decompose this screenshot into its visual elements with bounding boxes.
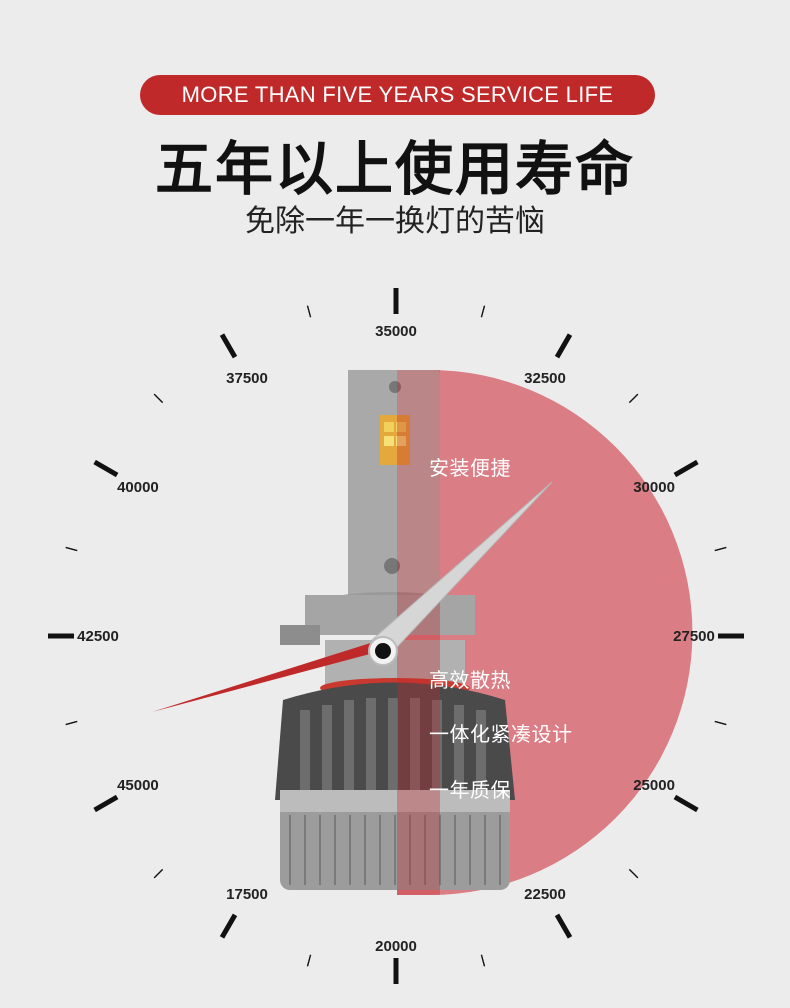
- minor-tick: [714, 546, 727, 552]
- major-tick: [554, 913, 573, 939]
- major-tick: [673, 794, 699, 813]
- page-title: 五年以上使用寿命: [154, 135, 635, 203]
- page-subtitle: 免除一年一换灯的苦恼: [245, 204, 545, 239]
- minor-tick: [153, 393, 164, 404]
- feature-compact-design: 一体化紧凑设计: [429, 722, 573, 746]
- minor-tick: [714, 720, 727, 726]
- major-tick: [219, 333, 238, 359]
- gauge-label-42500: 42500: [77, 628, 119, 645]
- minor-tick: [480, 305, 486, 318]
- gauge-label-45000: 45000: [117, 777, 159, 794]
- gauge-label-30000: 30000: [633, 479, 675, 496]
- minor-tick: [65, 546, 78, 552]
- major-tick: [93, 794, 119, 813]
- banner-pill: MORE THAN FIVE YEARS SERVICE LIFE: [140, 75, 655, 115]
- minor-tick: [306, 954, 312, 967]
- gauge-label-20000: 20000: [375, 938, 417, 955]
- gauge-label-22500: 22500: [524, 886, 566, 903]
- major-tick: [673, 459, 699, 478]
- gauge-ticks: [48, 288, 744, 984]
- minor-tick: [480, 954, 486, 967]
- minor-tick: [628, 868, 639, 879]
- gauge-labels: 35000 32500 30000 27500 25000 22500 20000 17500…: [77, 323, 715, 955]
- gauge-label-25000: 25000: [633, 777, 675, 794]
- feature-warranty: 一年质保: [429, 778, 511, 802]
- major-tick: [554, 333, 573, 359]
- major-tick: [93, 459, 119, 478]
- gauge-label-40000: 40000: [117, 479, 159, 496]
- feature-easy-install: 安装便捷: [429, 456, 511, 480]
- minor-tick: [65, 720, 78, 726]
- major-tick: [219, 913, 238, 939]
- gauge-label-32500: 32500: [524, 370, 566, 387]
- gauge-label-17500: 17500: [226, 886, 268, 903]
- minor-tick: [153, 868, 164, 879]
- minor-tick: [628, 393, 639, 404]
- feature-heat-dissipation: 高效散热: [429, 668, 511, 692]
- led-bulb-illustration: [275, 370, 515, 895]
- minor-tick: [306, 305, 312, 318]
- banner-text: MORE THAN FIVE YEARS SERVICE LIFE: [181, 82, 614, 107]
- gauge-label-27500: 27500: [673, 628, 715, 645]
- gauge-label-35000: 35000: [375, 323, 417, 340]
- gauge-needle-red: [152, 640, 385, 712]
- gauge-label-37500: 37500: [226, 370, 268, 387]
